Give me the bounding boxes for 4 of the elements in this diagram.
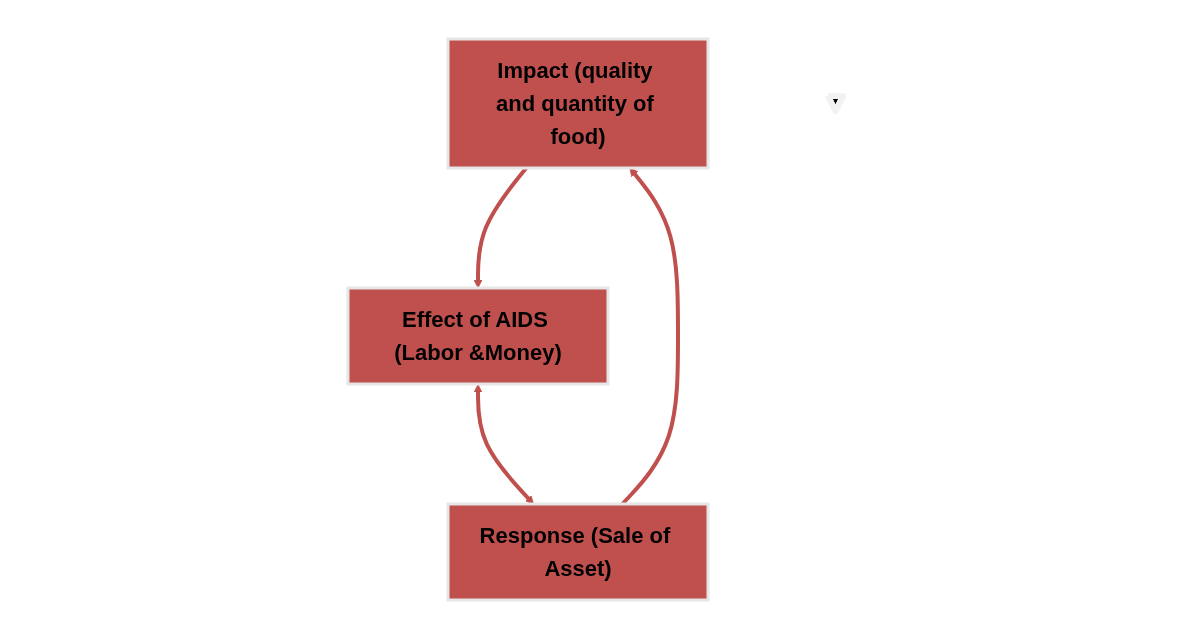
node-box: Effect of AIDS (Labor &Money)	[346, 286, 610, 386]
arrow	[473, 384, 534, 505]
node-box: Impact (quality and quantity of food)	[446, 37, 710, 170]
node-box: Response (Sale of Asset)	[446, 502, 710, 602]
